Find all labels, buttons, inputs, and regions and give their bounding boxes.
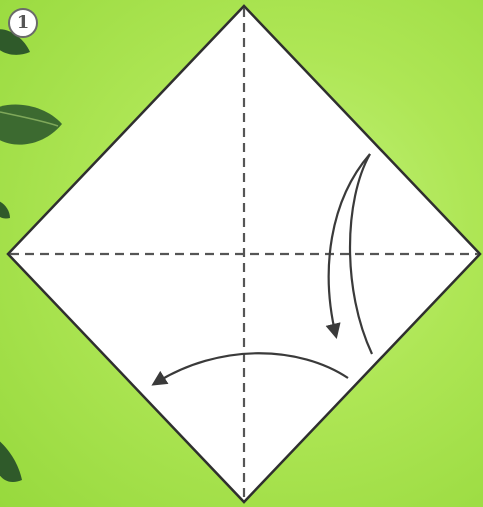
step-number: 1 bbox=[17, 14, 30, 32]
leaf-icon bbox=[0, 200, 10, 219]
leaf-icon bbox=[0, 438, 22, 482]
step-number-badge: 1 bbox=[8, 8, 38, 38]
